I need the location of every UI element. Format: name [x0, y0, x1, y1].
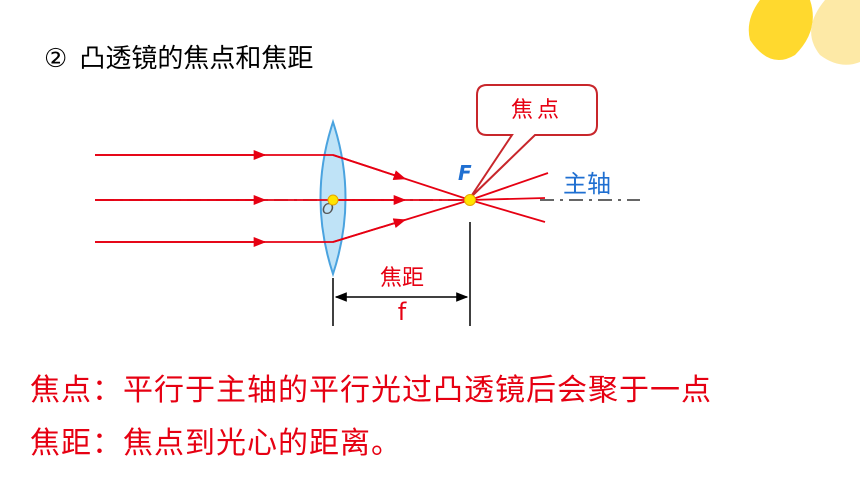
focus-callout-box	[469, 84, 598, 199]
focus-point-label: F	[458, 161, 472, 185]
refracted-ray-bottom-arrow	[332, 218, 407, 243]
focal-length-definition: 焦距：焦点到光心的距离。	[30, 426, 402, 461]
pale-yellow-leaf-shape	[811, 0, 860, 65]
refracted-ray-top-arrow	[332, 154, 407, 180]
corner-decoration	[748, 0, 860, 65]
focus-definition: 焦点：平行于主轴的平行光过凸透镜后会聚于一点	[30, 373, 712, 408]
diverging-ray-2	[469, 197, 546, 201]
diverging-ray-3	[469, 172, 549, 201]
diverging-ray-1	[469, 199, 546, 223]
focus-callout-text: 焦点	[511, 98, 563, 123]
optical-center-point	[327, 194, 339, 206]
slide-title: ② 凸透镜的焦点和焦距	[44, 38, 313, 75]
focal-length-symbol: f	[398, 298, 407, 326]
yellow-leaf-shape	[748, 0, 813, 60]
focal-length-label: 焦距	[380, 266, 424, 291]
principal-axis-label: 主轴	[563, 170, 611, 198]
focal-length-label-bg	[372, 262, 432, 292]
focus-point	[464, 194, 476, 206]
title-text: 凸透镜的焦点和焦距	[79, 44, 314, 74]
title-number: ②	[44, 44, 68, 74]
